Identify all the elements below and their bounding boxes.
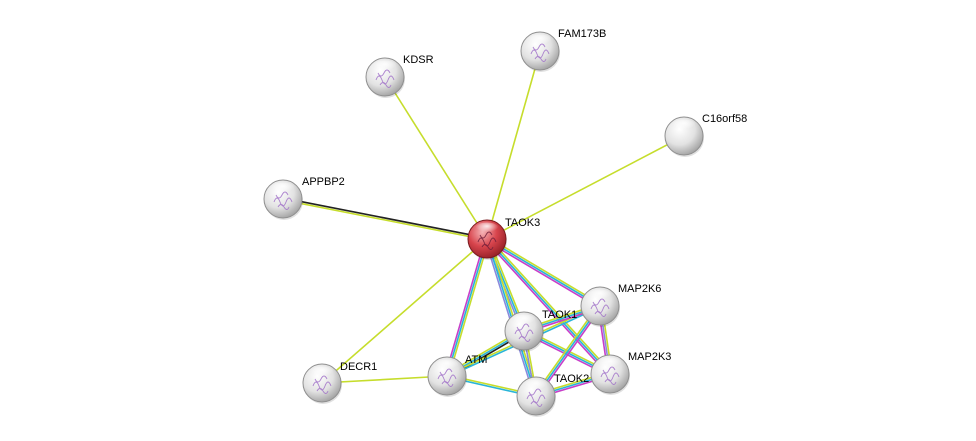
- edge-strand-textmining: [384, 76, 488, 240]
- node-highlight: [512, 314, 536, 327]
- node-highlight: [528, 34, 552, 47]
- node-highlight: [672, 119, 696, 132]
- node-label: DECR1: [340, 361, 377, 373]
- edge-strand-textmining: [487, 236, 602, 306]
- edge-taok3-fam173b[interactable]: [486, 50, 541, 240]
- node-label: MAP2K3: [628, 351, 671, 363]
- node-highlight: [598, 357, 622, 370]
- edge-strand-database: [486, 238, 601, 307]
- node-label: C16orf58: [702, 113, 747, 125]
- node-decr1[interactable]: DECR1: [302, 361, 377, 404]
- node-fam173b[interactable]: FAM173B: [520, 28, 606, 72]
- edge-taok3-map2k3[interactable]: [485, 237, 612, 376]
- edge-strand-textmining: [448, 239, 490, 377]
- edge-strand-coexpression: [283, 197, 488, 239]
- edge-decr1-atm[interactable]: [321, 375, 448, 384]
- edge-strand-textmining: [486, 135, 685, 240]
- node-appbp2[interactable]: APPBP2: [263, 176, 345, 220]
- edge-strand-database: [486, 238, 611, 375]
- node-taok2[interactable]: TAOK2: [516, 373, 589, 417]
- edge-strand-textmining: [321, 238, 488, 384]
- node-atm[interactable]: ATM: [427, 354, 487, 397]
- node-label: KDSR: [403, 54, 434, 66]
- node-label: TAOK1: [542, 309, 577, 321]
- node-highlight: [373, 60, 397, 73]
- node-highlight: [475, 222, 499, 235]
- edge-taok3-appbp2[interactable]: [282, 197, 488, 241]
- node-label: ATM: [465, 354, 487, 366]
- edge-strand-experimental: [485, 239, 610, 376]
- edge-strand-textmining: [321, 375, 448, 384]
- node-label: TAOK2: [554, 373, 589, 385]
- edge-strand-textmining: [282, 199, 487, 241]
- edge-taok3-kdsr[interactable]: [384, 76, 488, 240]
- node-label: TAOK3: [505, 217, 540, 229]
- edge-taok3-map2k6[interactable]: [485, 236, 602, 309]
- edge-strand-textmining: [487, 237, 612, 374]
- node-c16orf58[interactable]: C16orf58: [664, 113, 747, 157]
- edge-taok3-atm[interactable]: [444, 238, 490, 377]
- node-label: FAM173B: [558, 28, 606, 40]
- node-label: APPBP2: [302, 176, 345, 188]
- node-label: MAP2K6: [618, 283, 661, 295]
- node-taok3[interactable]: TAOK3: [467, 217, 540, 260]
- nodes-layer: TAOK3 KDSR FAM173B C16orf58APPBP2MAP2K6TAOK…: [263, 28, 747, 417]
- node-highlight: [524, 379, 548, 392]
- node-highlight: [271, 182, 295, 195]
- node-highlight: [310, 366, 334, 379]
- node-highlight: [588, 289, 612, 302]
- node-map2k3[interactable]: MAP2K3: [590, 351, 671, 395]
- node-map2k6[interactable]: MAP2K6: [580, 283, 661, 327]
- node-highlight: [435, 359, 459, 372]
- node-taok1[interactable]: TAOK1: [504, 309, 577, 352]
- edge-strand-experimental: [444, 238, 486, 376]
- edge-taok3-c16orf58[interactable]: [486, 135, 685, 240]
- edge-strand-textmining: [486, 50, 541, 240]
- node-kdsr[interactable]: KDSR: [365, 54, 434, 98]
- edge-strand-database: [446, 238, 488, 377]
- edge-strand-experimental: [485, 239, 600, 309]
- edge-taok3-decr1[interactable]: [321, 238, 488, 384]
